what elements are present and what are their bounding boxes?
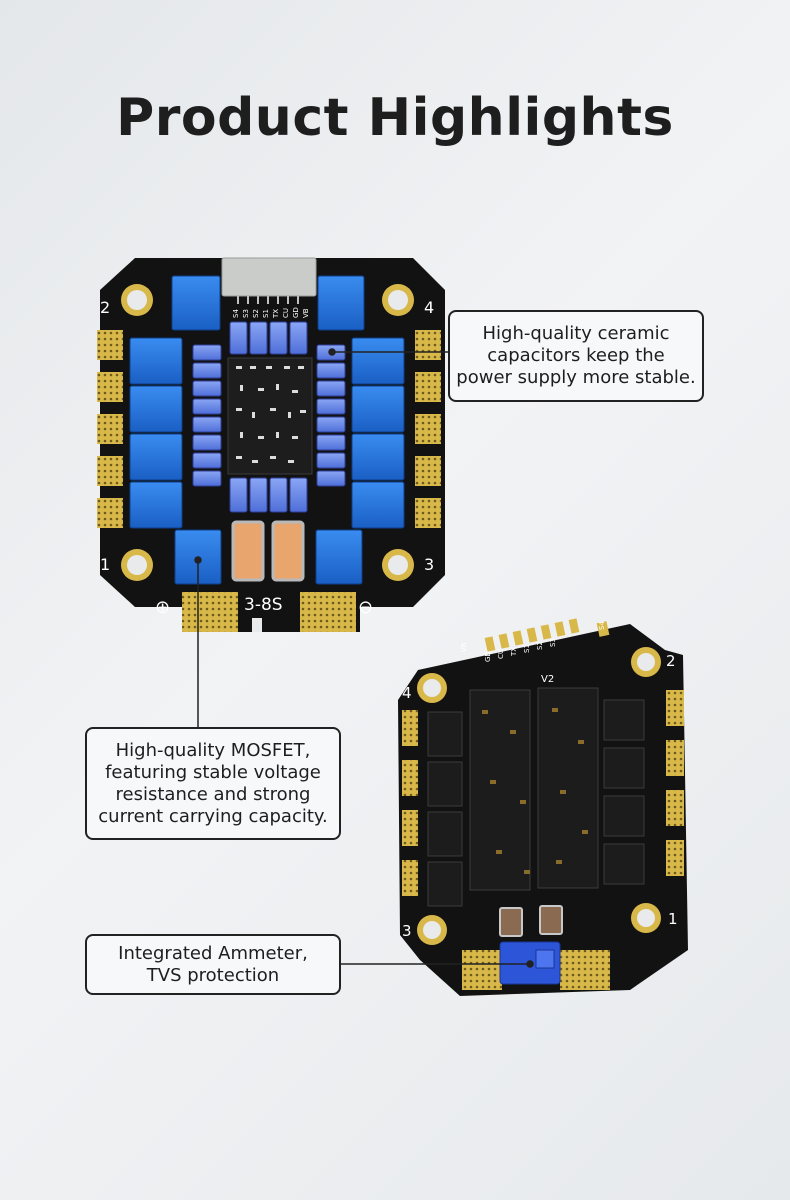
power-pad-bottom-right <box>560 950 610 990</box>
callout-text: High-quality MOSFET, <box>115 739 311 761</box>
pin-label: CU <box>497 649 505 659</box>
power-pad-positive <box>182 592 238 632</box>
callout-text: TVS protection <box>146 964 280 986</box>
pin-label: S2 <box>536 641 544 650</box>
solder-pads-left <box>97 330 123 528</box>
callout-text: High-quality ceramic <box>482 323 670 344</box>
solder-pads-right <box>415 330 441 528</box>
corner-number: 3 <box>402 922 412 940</box>
corner-number: 2 <box>666 652 676 670</box>
callout-ammeter: Integrated Ammeter, TVS protection <box>85 934 341 995</box>
power-pad-negative <box>300 592 356 632</box>
corner-number: 1 <box>100 555 110 574</box>
pin-label: S3 <box>242 309 250 318</box>
pin-label: VB <box>302 308 310 318</box>
mounting-holes-top <box>121 284 414 581</box>
mounting-holes-bottom <box>417 647 661 945</box>
callout-text: capacitors keep the <box>487 345 665 366</box>
microcontroller-area <box>227 357 313 475</box>
corner-number: 4 <box>424 298 434 317</box>
corner-number: 2 <box>100 298 110 317</box>
ceramic-capacitors-top <box>192 321 346 513</box>
callout-text: featuring stable voltage <box>105 761 321 783</box>
edge-pads-top <box>484 618 610 652</box>
connector <box>221 257 317 297</box>
positive-terminal-icon: ⊕ <box>155 597 170 618</box>
callout-capacitors: High-quality ceramic capacitors keep the… <box>448 310 704 402</box>
solder-pads-left-bottom <box>402 710 418 896</box>
pin-label: GD <box>484 651 492 662</box>
pin-label: S1 <box>262 309 270 318</box>
esc-board-bottom: 2 4 3 1 VB GD CU TX S1 S2 S3 S4 V2 <box>398 618 688 996</box>
pin-label: CU <box>282 308 290 318</box>
power-pad-bottom-left <box>462 950 502 990</box>
pin-label: GD <box>292 307 300 318</box>
corner-number: 3 <box>424 555 434 574</box>
version-label: V2 <box>541 674 554 685</box>
negative-terminal-icon: ⊖ <box>358 597 373 618</box>
solder-pads-right-bottom <box>666 690 684 876</box>
pin-labels: VB GD CU TX S1 S2 S3 S4 <box>460 621 606 662</box>
smd-components-top <box>236 366 306 463</box>
pin-label: S4 <box>598 621 606 630</box>
pin-label: TX <box>272 309 280 319</box>
pin-label: VB <box>460 642 468 652</box>
pin-label: S2 <box>252 309 260 318</box>
pin-label: TX <box>510 647 518 657</box>
mosfet-array-top <box>129 275 405 585</box>
pin-label: S3 <box>549 638 557 647</box>
driver-chips <box>427 687 645 907</box>
corner-number: 1 <box>668 910 678 928</box>
page-title: Product Highlights <box>116 88 674 148</box>
corner-number: 4 <box>402 684 412 702</box>
callout-leader-lines <box>194 348 534 968</box>
callout-mosfet: High-quality MOSFET, featuring stable vo… <box>85 727 341 840</box>
callout-text: power supply more stable. <box>456 367 696 388</box>
smd-components-bottom <box>482 708 588 874</box>
pin-label: S1 <box>523 644 531 653</box>
shunt-resistors <box>231 520 305 582</box>
callout-text: Integrated Ammeter, <box>118 942 308 964</box>
pin-label: S4 <box>232 309 240 318</box>
capacitor-pair <box>499 905 563 937</box>
callout-text: current carrying capacity. <box>98 805 328 827</box>
voltage-label: 3-8S <box>244 595 283 615</box>
connector-pins <box>237 296 299 304</box>
callout-text: resistance and strong <box>115 783 311 805</box>
